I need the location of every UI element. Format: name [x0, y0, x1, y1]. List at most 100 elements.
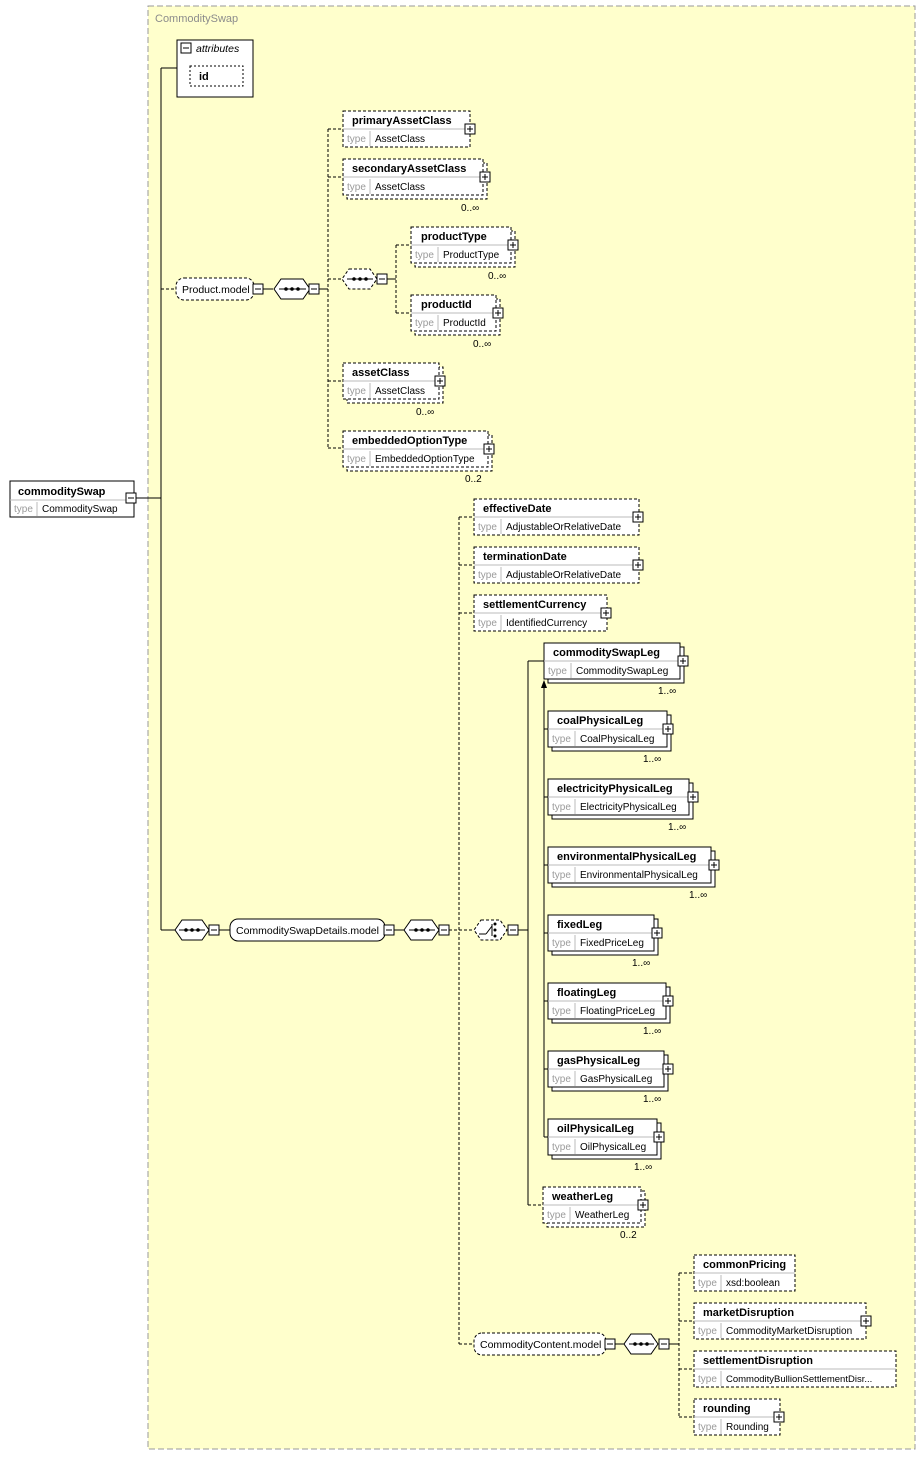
swap-details-model-label: CommoditySwapDetails.model — [236, 925, 379, 937]
element-name: primaryAssetClass — [352, 115, 452, 127]
cardinality: 1..∞ — [632, 958, 650, 969]
element-name: commoditySwapLeg — [553, 647, 660, 659]
cardinality: 1..∞ — [643, 1094, 661, 1105]
root-name: commoditySwap — [18, 486, 106, 498]
type-value: CommodityBullionSettlementDisr... — [726, 1374, 872, 1385]
type-key: type — [698, 1374, 717, 1385]
element-name: marketDisruption — [703, 1307, 794, 1319]
element-name: productType — [421, 231, 487, 243]
cardinality: 0..2 — [620, 1230, 637, 1241]
element-name: effectiveDate — [483, 503, 551, 515]
element-name: coalPhysicalLeg — [557, 715, 643, 727]
type-key: type — [698, 1326, 717, 1337]
type-key: type — [552, 1142, 571, 1153]
type-value: xsd:boolean — [726, 1278, 780, 1289]
type-key: type — [552, 734, 571, 745]
cardinality: 0..∞ — [416, 407, 434, 418]
element-gas-physical-leg[interactable]: gasPhysicalLeg type GasPhysicalLeg — [547, 1050, 669, 1092]
type-value: Rounding — [726, 1422, 769, 1433]
type-value: CommodityMarketDisruption — [726, 1326, 852, 1337]
type-key: type — [552, 1006, 571, 1017]
type-value: CommoditySwapLeg — [576, 666, 668, 677]
cardinality: 1..∞ — [668, 822, 686, 833]
element-secondary-asset-class[interactable]: secondaryAssetClass type AssetClass — [342, 158, 488, 200]
cardinality: 0..∞ — [488, 271, 506, 282]
element-name: gasPhysicalLeg — [557, 1055, 640, 1067]
type-value: AssetClass — [375, 386, 425, 397]
type-key: type — [552, 938, 571, 949]
type-key: type — [347, 134, 366, 145]
root-type: CommoditySwap — [42, 504, 118, 515]
element-electricity-physical-leg[interactable]: electricityPhysicalLeg type ElectricityP… — [547, 778, 694, 820]
element-market-disruption[interactable]: marketDisruption type CommodityMarketDis… — [693, 1302, 867, 1340]
root-element-commodity-swap[interactable]: commoditySwap type CommoditySwap — [9, 480, 135, 518]
element-effective-date[interactable]: effectiveDate type AdjustableOrRelativeD… — [473, 498, 640, 536]
type-key: type — [347, 182, 366, 193]
cardinality: 1..∞ — [658, 686, 676, 697]
type-key: type — [478, 522, 497, 533]
element-settlement-disruption[interactable]: settlementDisruption type CommodityBulli… — [693, 1350, 897, 1388]
type-value: AssetClass — [375, 134, 425, 145]
type-value: OilPhysicalLeg — [580, 1142, 646, 1153]
element-weather-leg[interactable]: weatherLeg type WeatherLeg — [542, 1186, 646, 1228]
cardinality: 1..∞ — [634, 1162, 652, 1173]
element-common-pricing[interactable]: commonPricing type xsd:boolean — [693, 1254, 796, 1292]
element-name: settlementCurrency — [483, 599, 587, 611]
legs-choice-compositor[interactable] — [473, 919, 508, 941]
element-oil-physical-leg[interactable]: oilPhysicalLeg type OilPhysicalLeg — [547, 1118, 662, 1160]
cardinality: 1..∞ — [643, 754, 661, 765]
element-coal-physical-leg[interactable]: coalPhysicalLeg type CoalPhysicalLeg — [547, 710, 672, 752]
type-key: type — [552, 870, 571, 881]
type-key: type — [478, 570, 497, 581]
type-value: ProductId — [443, 318, 486, 329]
type-value: GasPhysicalLeg — [580, 1074, 652, 1085]
cardinality: 0..2 — [465, 474, 482, 485]
type-value: FloatingPriceLeg — [580, 1006, 655, 1017]
element-commodity-swap-leg[interactable]: commoditySwapLeg type CommoditySwapLeg — [543, 642, 685, 684]
cardinality: 1..∞ — [643, 1026, 661, 1037]
group-title: CommoditySwap — [155, 13, 238, 25]
element-rounding[interactable]: rounding type Rounding — [693, 1398, 781, 1436]
element-floating-leg[interactable]: floatingLeg type FloatingPriceLeg — [547, 982, 671, 1024]
element-fixed-leg[interactable]: fixedLeg type FixedPriceLeg — [547, 914, 659, 956]
commodity-content-model-label: CommodityContent.model — [480, 1339, 601, 1351]
type-value: EnvironmentalPhysicalLeg — [580, 870, 698, 881]
type-value: ElectricityPhysicalLeg — [580, 802, 677, 813]
type-value: CoalPhysicalLeg — [580, 734, 655, 745]
element-name: floatingLeg — [557, 987, 616, 999]
type-value: WeatherLeg — [575, 1210, 629, 1221]
element-primary-asset-class[interactable]: primaryAssetClass type AssetClass — [342, 110, 471, 148]
element-asset-class[interactable]: assetClass type AssetClass — [342, 362, 444, 404]
attribute-id-box[interactable] — [189, 65, 244, 87]
type-value: ProductType — [443, 250, 500, 261]
cardinality: 0..∞ — [473, 339, 491, 350]
element-termination-date[interactable]: terminationDate type AdjustableOrRelativ… — [473, 546, 640, 584]
type-value: FixedPriceLeg — [580, 938, 644, 949]
type-key: type — [347, 386, 366, 397]
commodity-swap-group — [147, 5, 916, 1450]
product-model-label: Product.model — [182, 284, 250, 296]
root-type-key: type — [14, 504, 33, 515]
element-product-id[interactable]: productId type ProductId — [410, 294, 501, 336]
type-key: type — [415, 318, 434, 329]
type-value: AssetClass — [375, 182, 425, 193]
element-embedded-option-type[interactable]: embeddedOptionType type EmbeddedOptionTy… — [342, 430, 493, 472]
element-name: terminationDate — [483, 551, 567, 563]
element-product-type[interactable]: productType type ProductType — [410, 226, 516, 268]
type-key: type — [548, 666, 567, 677]
element-name: assetClass — [352, 367, 410, 379]
element-environmental-physical-leg[interactable]: environmentalPhysicalLeg type Environmen… — [547, 846, 716, 888]
element-settlement-currency[interactable]: settlementCurrency type IdentifiedCurren… — [473, 594, 608, 632]
attributes-label: attributes — [196, 43, 240, 55]
attribute-id: id — [199, 71, 209, 83]
type-key: type — [478, 618, 497, 629]
type-key: type — [698, 1278, 717, 1289]
type-key: type — [552, 1074, 571, 1085]
type-key: type — [698, 1422, 717, 1433]
element-name: environmentalPhysicalLeg — [557, 851, 696, 863]
element-name: electricityPhysicalLeg — [557, 783, 673, 795]
element-name: commonPricing — [703, 1259, 786, 1271]
type-key: type — [547, 1210, 566, 1221]
type-value: AdjustableOrRelativeDate — [506, 522, 621, 533]
